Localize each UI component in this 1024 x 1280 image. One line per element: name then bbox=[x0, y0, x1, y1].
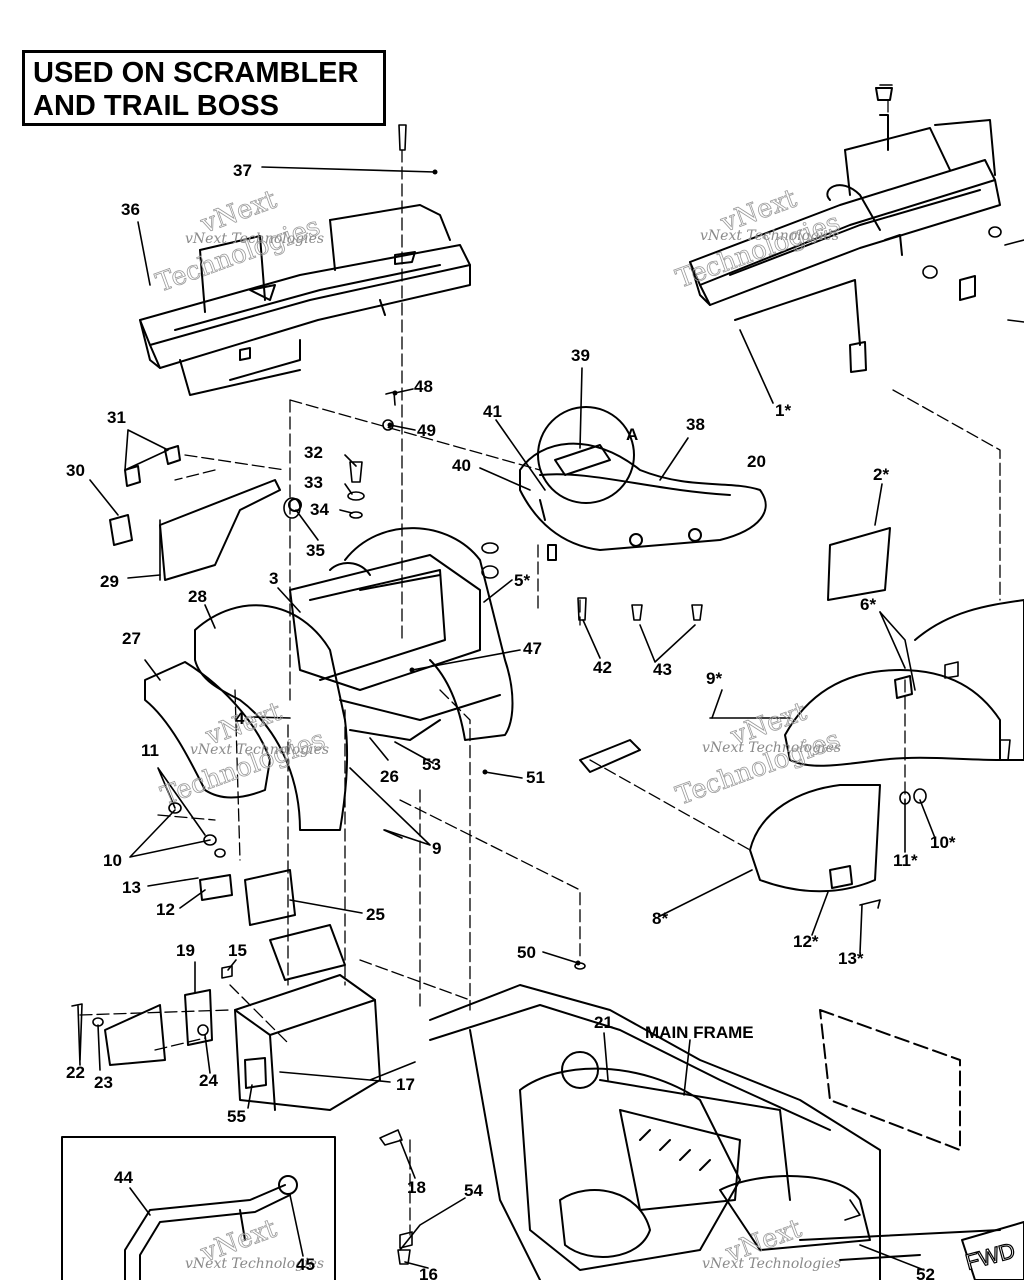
svg-text:vNext Technologies: vNext Technologies bbox=[702, 740, 841, 756]
callout-label: 4 bbox=[235, 709, 245, 728]
callout-label: 49 bbox=[417, 421, 436, 440]
main-frame-label: MAIN FRAME bbox=[645, 1023, 754, 1042]
battery-box-drawing bbox=[234, 974, 381, 1111]
callout-label: 52 bbox=[916, 1265, 935, 1280]
callout-label: 48 bbox=[414, 377, 433, 396]
callout-label: 18 bbox=[407, 1178, 426, 1197]
callout-label: 19 bbox=[176, 941, 195, 960]
callout-label: 21 bbox=[594, 1013, 613, 1032]
callout-label: 2* bbox=[873, 465, 889, 484]
callout-label: 22 bbox=[66, 1063, 85, 1082]
callout-label: 43 bbox=[653, 660, 672, 679]
inset-box-drawing bbox=[61, 1136, 336, 1280]
callout-label: 16 bbox=[419, 1265, 438, 1280]
main-frame-drawing bbox=[429, 984, 1001, 1280]
svg-text:vNext Technologies: vNext Technologies bbox=[185, 1256, 324, 1272]
callout-label: 10 bbox=[103, 851, 122, 870]
svg-text:vNext Technologies: vNext Technologies bbox=[700, 228, 839, 244]
callout-label: 40 bbox=[452, 456, 471, 475]
callout-label: 27 bbox=[122, 629, 141, 648]
callout-label: 24 bbox=[199, 1071, 218, 1090]
callout-label: 34 bbox=[310, 500, 329, 519]
svg-text:vNext Technologies: vNext Technologies bbox=[185, 231, 324, 247]
callout-label: 1* bbox=[775, 401, 791, 420]
front-rack-drawing bbox=[689, 87, 1001, 373]
callout-label: 6* bbox=[860, 595, 876, 614]
callout-label: 35 bbox=[306, 541, 325, 560]
leader-lines bbox=[77, 166, 936, 1271]
watermarks: vNext Technologies vNext Technologies vN… bbox=[152, 183, 845, 1272]
callout-label: 47 bbox=[523, 639, 542, 658]
callout-label: 54 bbox=[464, 1181, 483, 1200]
callout-label: 26 bbox=[380, 767, 399, 786]
callout-label: 9* bbox=[706, 669, 722, 688]
callout-label: 23 bbox=[94, 1073, 113, 1092]
svg-text:vNext Technologies: vNext Technologies bbox=[702, 1256, 841, 1272]
title-line-2: AND TRAIL BOSS bbox=[33, 90, 279, 122]
callout-label: 53 bbox=[422, 755, 441, 774]
callout-label: 33 bbox=[304, 473, 323, 492]
svg-text:vNext Technologies: vNext Technologies bbox=[190, 742, 329, 758]
callout-label: 5* bbox=[514, 571, 530, 590]
callout-label: 10* bbox=[930, 833, 956, 852]
callout-label: 39 bbox=[571, 346, 590, 365]
callout-label: 12 bbox=[156, 900, 175, 919]
callout-label: 28 bbox=[188, 587, 207, 606]
fwd-box-outline bbox=[961, 1221, 1024, 1280]
callout-label: 50 bbox=[517, 943, 536, 962]
rear-rack-drawing bbox=[139, 204, 471, 396]
callout-label: 13 bbox=[122, 878, 141, 897]
callout-label: 13* bbox=[838, 949, 864, 968]
callout-label: 8* bbox=[652, 909, 668, 928]
callout-label: 44 bbox=[114, 1168, 133, 1187]
callout-label: 31 bbox=[107, 408, 126, 427]
callout-label: 29 bbox=[100, 572, 119, 591]
applicability-title-box: USED ON SCRAMBLER AND TRAIL BOSS bbox=[22, 50, 386, 126]
callout-label: 11* bbox=[893, 851, 918, 870]
callout-label: 36 bbox=[121, 200, 140, 219]
callout-label: 30 bbox=[66, 461, 85, 480]
fwd-label: FWD bbox=[963, 1238, 1018, 1275]
callout-label: 51 bbox=[526, 768, 545, 787]
callout-label: 12* bbox=[793, 932, 819, 951]
callout-labels: 37 36 1* 48 49 39 41 38 40 20 31 32 33 3… bbox=[66, 161, 956, 1280]
rear-fender-drawing bbox=[194, 498, 514, 831]
callout-label: 9 bbox=[432, 839, 441, 858]
assembly-dash-lines bbox=[79, 99, 1001, 1236]
callout-label: 15 bbox=[228, 941, 247, 960]
leader-arrowheads bbox=[387, 169, 581, 966]
callout-label: 20 bbox=[747, 452, 766, 471]
title-line-1: USED ON SCRAMBLER bbox=[33, 57, 359, 89]
callout-label: 42 bbox=[593, 658, 612, 677]
callout-label: 38 bbox=[686, 415, 705, 434]
callout-label: 11 bbox=[141, 741, 159, 760]
callout-label: 3 bbox=[269, 569, 278, 588]
callout-label: 37 bbox=[233, 161, 252, 180]
callout-label: 17 bbox=[396, 1075, 415, 1094]
callout-label: 45 bbox=[296, 1255, 315, 1274]
callout-label: 55 bbox=[227, 1107, 246, 1126]
callout-label: 25 bbox=[366, 905, 385, 924]
callout-label: 41 bbox=[483, 402, 502, 421]
seat-drawing bbox=[519, 406, 767, 561]
callout-label: 32 bbox=[304, 443, 323, 462]
detail-a-label: A bbox=[626, 425, 638, 444]
